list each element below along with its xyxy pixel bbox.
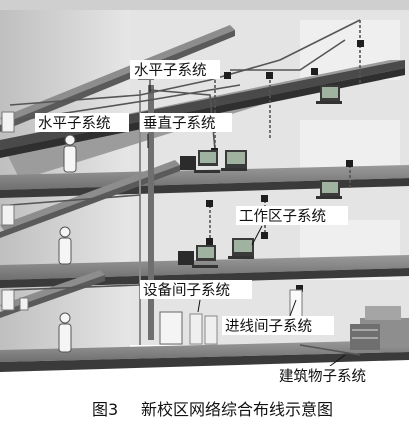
- label-horizontal-subsystem-left: 水平子系统: [38, 115, 111, 132]
- people: [58, 134, 77, 353]
- label-horizontal-subsystem-top: 水平子系统: [134, 62, 207, 79]
- cable-trays: [0, 25, 235, 318]
- computer-icon: [316, 180, 342, 199]
- equipment-room-servers: [159, 289, 303, 345]
- label-entrance-room-subsystem: 进线间子系统: [225, 318, 312, 335]
- figure-caption: 新校区网络综合布线示意图: [141, 400, 333, 419]
- person-icon: [58, 312, 72, 353]
- computer-icon: [228, 238, 254, 259]
- label-vertical-subsystem: 垂直子系统: [143, 115, 216, 132]
- label-work-area-subsystem: 工作区子系统: [239, 208, 326, 225]
- person-icon: [63, 134, 77, 173]
- external-building-icon: [350, 306, 409, 350]
- computer-icon: [221, 150, 247, 171]
- computer-icon: [316, 85, 342, 104]
- computer-icon: [180, 150, 220, 173]
- label-equipment-room-subsystem: 设备间子系统: [143, 282, 230, 299]
- label-backgrounds: [35, 60, 388, 385]
- figure-number: 图3: [92, 400, 118, 419]
- computer-icon: [178, 245, 218, 268]
- label-building-subsystem: 建筑物子系统: [279, 368, 366, 385]
- wiring-closets: [1, 111, 29, 311]
- person-icon: [58, 226, 72, 265]
- workstations: [178, 85, 342, 268]
